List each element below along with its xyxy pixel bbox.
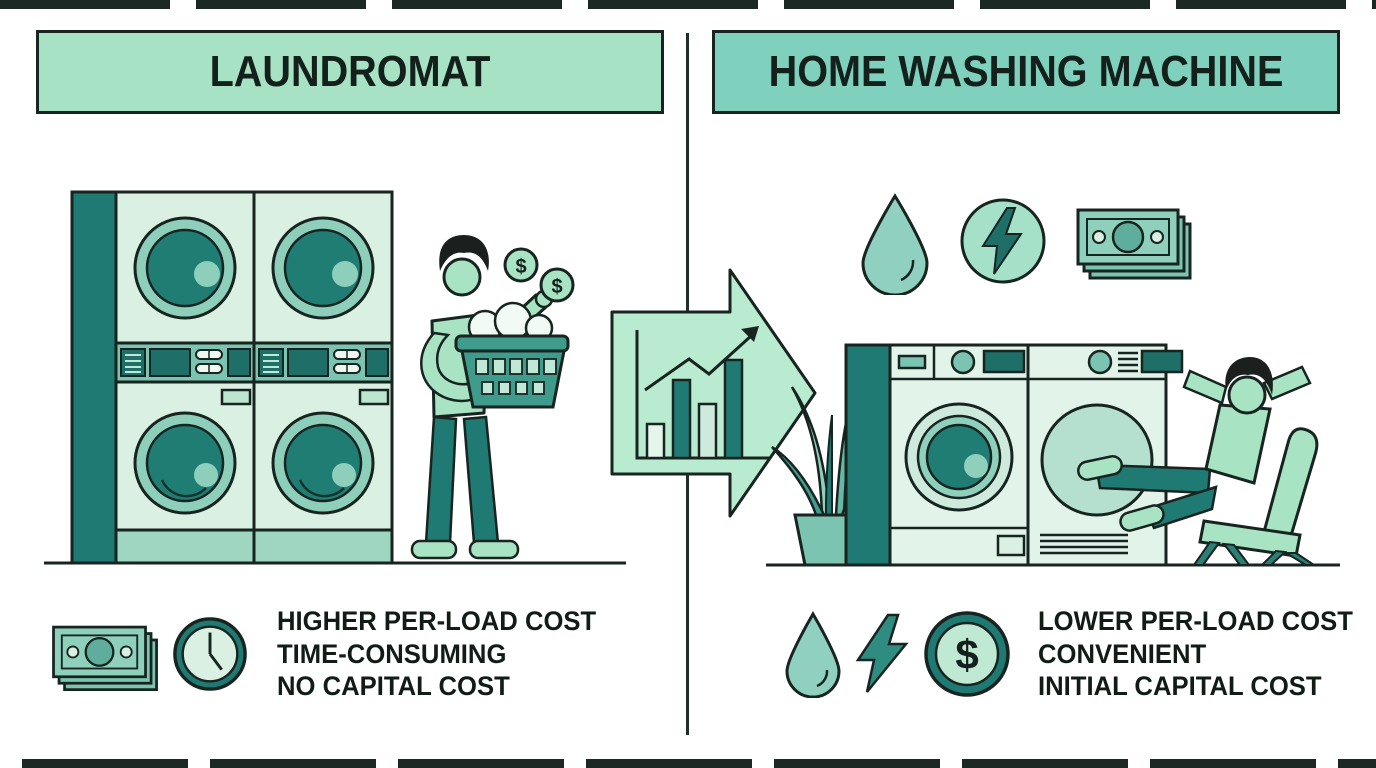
laundromat-scene-illustration: $ $ — [44, 190, 626, 565]
clock-icon — [173, 617, 247, 691]
home-side-panel — [844, 343, 892, 567]
person-arm-behind-head — [1182, 369, 1228, 405]
person-shoe — [1119, 504, 1165, 532]
home-washing-title: HOME WASHING MACHINE — [768, 47, 1284, 96]
person-hair — [439, 235, 489, 271]
person-shoe — [1077, 455, 1123, 481]
washer-knob — [950, 349, 976, 375]
top-edge-strip — [0, 0, 1376, 9]
trend-arrowhead — [741, 326, 759, 342]
person-leg-extended — [1094, 463, 1212, 495]
laundromat-feature-1: HIGHER PER-LOAD COST — [277, 606, 597, 637]
svg-text:$: $ — [551, 276, 562, 298]
dryer-vents — [1040, 533, 1128, 555]
arrow-right-growth-chart-icon — [610, 268, 817, 518]
cash-stack-icon — [52, 625, 158, 692]
person-hair — [1225, 357, 1273, 395]
water-drop-icon — [785, 611, 841, 698]
laundromat-features-row: HIGHER PER-LOAD COST TIME-CONSUMING NO C… — [48, 606, 648, 702]
chair-back — [1262, 427, 1319, 541]
bottom-edge-strip — [0, 759, 1376, 768]
chair-legs — [1192, 540, 1318, 566]
dollar-coin-icon: $ — [503, 247, 539, 283]
person-arm-behind-head — [1262, 365, 1312, 401]
laundromat-side-panel — [70, 190, 118, 565]
dollar-coin-icon: $ — [539, 267, 575, 303]
laundry-basket — [454, 334, 570, 409]
trend-line — [644, 334, 753, 392]
washer-display — [982, 349, 1026, 374]
lightning-bolt-icon — [855, 613, 909, 693]
home-washing-features-row: $ LOWER PER-LOAD COST CONVENIENT INITIAL… — [782, 606, 1372, 702]
person-left-leg — [424, 415, 458, 545]
water-drop-icon — [861, 193, 929, 295]
home-feature-1: LOWER PER-LOAD COST — [1038, 606, 1353, 637]
chart-bar — [671, 378, 692, 460]
laundromat-title: LAUNDROMAT — [209, 47, 491, 96]
chart-bar — [697, 402, 718, 460]
home-feature-3: INITIAL CAPITAL COST — [1038, 671, 1322, 702]
chart-bar — [645, 422, 666, 460]
laundromat-feature-2: TIME-CONSUMING — [277, 638, 507, 669]
home-laundry-scene-illustration — [766, 343, 1340, 567]
home-dryer — [1026, 343, 1184, 567]
laundromat-header-banner: LAUNDROMAT — [36, 30, 664, 114]
dollar-coin-icon: $ — [924, 611, 1010, 697]
laundromat-feature-3: NO CAPITAL COST — [277, 671, 510, 702]
person-shirt — [1204, 403, 1272, 485]
svg-text:$: $ — [515, 256, 526, 278]
person-relaxing-chair — [1077, 357, 1319, 566]
dryer-display — [1140, 349, 1184, 374]
person-shoe — [468, 539, 520, 560]
lightning-circle-icon — [960, 198, 1046, 284]
person-face — [442, 257, 482, 297]
detergent-drawer — [897, 354, 927, 370]
home-feature-2: CONVENIENT — [1038, 638, 1207, 669]
person-face — [1227, 375, 1267, 415]
cash-stack-icon — [1076, 208, 1192, 280]
home-washer — [888, 343, 1030, 567]
person-right-leg — [462, 415, 500, 545]
person-shoe — [410, 539, 458, 560]
stacked-washer-right-column — [252, 190, 394, 565]
chart-bar — [723, 358, 744, 460]
home-washing-header-banner: HOME WASHING MACHINE — [712, 30, 1340, 114]
person-with-laundry-basket: $ $ — [410, 235, 575, 560]
svg-text:$: $ — [955, 631, 978, 678]
dryer-knob — [1087, 349, 1113, 375]
stacked-washer-left-column — [114, 190, 256, 565]
